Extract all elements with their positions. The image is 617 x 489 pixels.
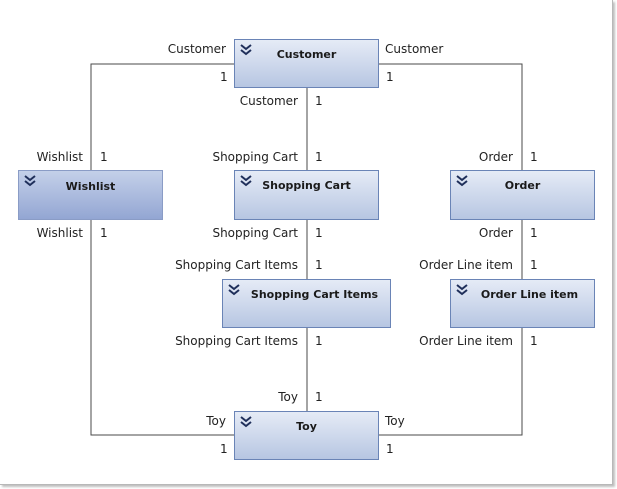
role-label: Order Line item [419, 334, 513, 348]
multiplicity-label: 1 [315, 94, 323, 108]
multiplicity-label: 1 [530, 258, 538, 272]
role-label: Shopping Cart [212, 150, 298, 164]
entity-title-wishlist: Wishlist [65, 180, 116, 193]
entity-shopping-cart[interactable]: Shopping Cart [234, 170, 379, 220]
entity-title-order: Order [504, 179, 541, 192]
connector-wishlist-toy[interactable] [90, 219, 234, 436]
multiplicity-label: 1 [530, 334, 538, 348]
double-chevron-down-icon[interactable] [239, 415, 253, 429]
role-label: Shopping Cart [212, 226, 298, 240]
role-label: Shopping Cart Items [175, 334, 298, 348]
connector-customer-wishlist[interactable] [90, 63, 234, 170]
entity-title-toy: Toy [296, 420, 317, 433]
multiplicity-label: 1 [315, 150, 323, 164]
role-label: Shopping Cart Items [175, 258, 298, 272]
entity-title-shopping-cart: Shopping Cart [262, 179, 351, 192]
multiplicity-label: 1 [315, 334, 323, 348]
entity-order-line-item[interactable]: Order Line item [450, 279, 595, 328]
multiplicity-label: 1 [386, 442, 394, 456]
multiplicity-label: 1 [220, 70, 228, 84]
entity-title-order-line-item: Order Line item [480, 288, 579, 301]
role-label: Wishlist [36, 150, 83, 164]
double-chevron-down-icon[interactable] [23, 174, 37, 188]
role-label: Toy [278, 390, 298, 404]
multiplicity-label: 1 [220, 442, 228, 456]
entity-order[interactable]: Order [450, 170, 595, 220]
role-label: Customer [167, 42, 226, 56]
entity-customer[interactable]: Customer [234, 39, 379, 88]
multiplicity-label: 1 [530, 226, 538, 240]
role-label: Wishlist [36, 226, 83, 240]
double-chevron-down-icon[interactable] [455, 283, 469, 297]
double-chevron-down-icon[interactable] [227, 283, 241, 297]
multiplicity-label: 1 [315, 258, 323, 272]
role-label: Order [478, 226, 513, 240]
multiplicity-label: 1 [530, 150, 538, 164]
multiplicity-label: 1 [315, 390, 323, 404]
multiplicity-label: 1 [315, 226, 323, 240]
entity-title-shopping-cart-items: Shopping Cart Items [250, 288, 379, 301]
role-label: Customer [239, 94, 298, 108]
role-label: Toy [385, 414, 405, 428]
double-chevron-down-icon[interactable] [239, 174, 253, 188]
multiplicity-label: 1 [100, 226, 108, 240]
entity-title-customer: Customer [276, 48, 337, 61]
multiplicity-label: 1 [100, 150, 108, 164]
role-label: Order Line item [419, 258, 513, 272]
connector-lines-toy[interactable] [378, 327, 523, 436]
double-chevron-down-icon[interactable] [455, 174, 469, 188]
role-label: Order [478, 150, 513, 164]
entity-wishlist[interactable]: Wishlist [18, 170, 163, 220]
multiplicity-label: 1 [386, 70, 394, 84]
role-label: Customer [385, 42, 444, 56]
entity-shopping-cart-items[interactable]: Shopping Cart Items [222, 279, 391, 328]
role-label: Toy [206, 414, 226, 428]
connector-customer-order[interactable] [378, 63, 523, 170]
double-chevron-down-icon[interactable] [239, 43, 253, 57]
entity-toy[interactable]: Toy [234, 411, 379, 460]
